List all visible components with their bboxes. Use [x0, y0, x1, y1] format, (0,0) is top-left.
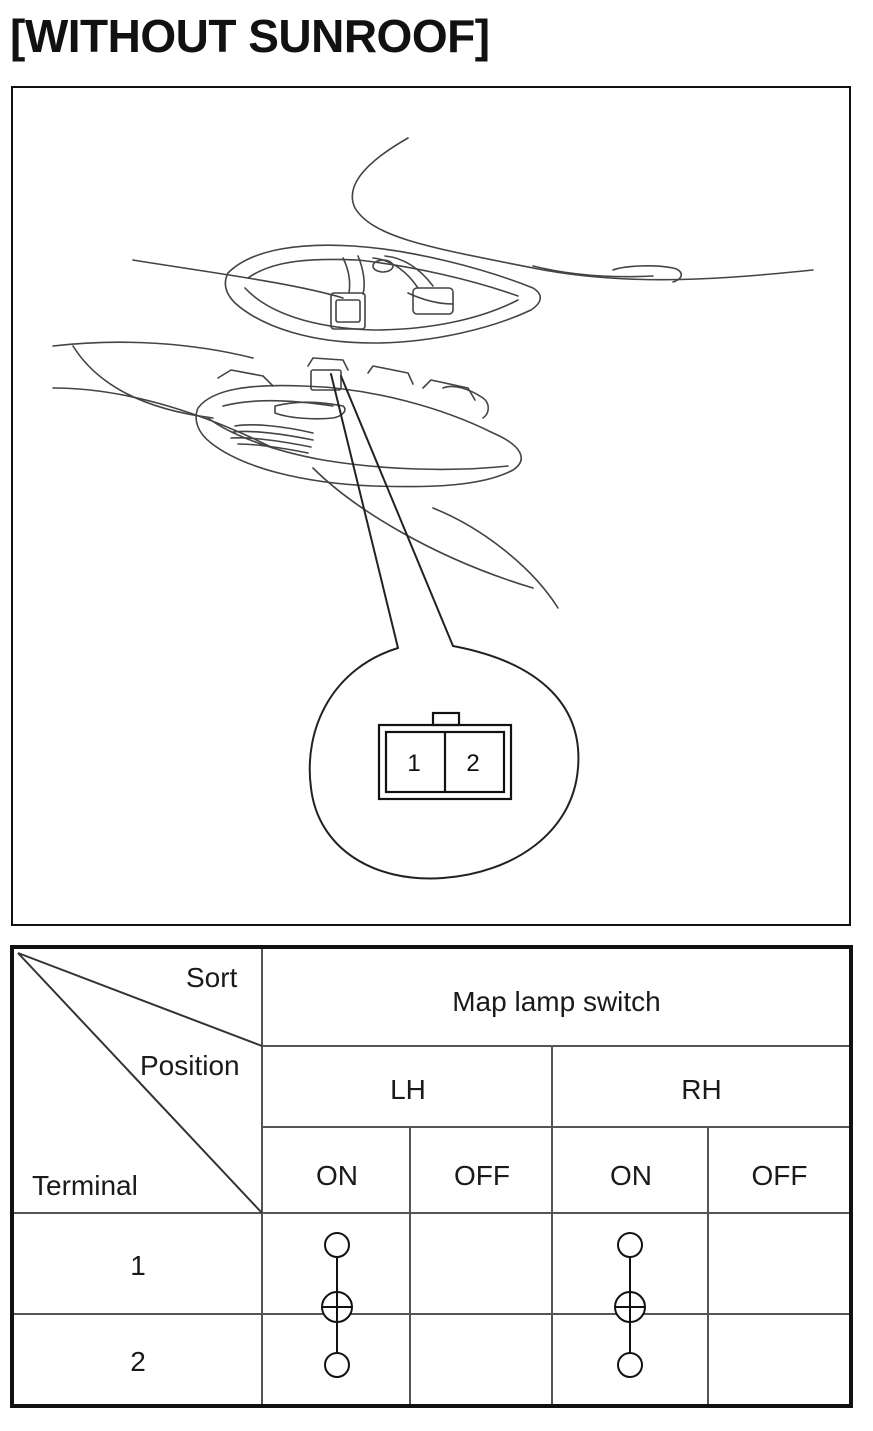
continuity-rh-on	[614, 1232, 646, 1378]
table-header-map-lamp-switch: Map lamp switch	[452, 986, 661, 1017]
overhead-console-illustration	[52, 137, 814, 880]
corner-diagonal-terminal	[17, 952, 263, 1214]
corner-diagonal-sort	[17, 952, 263, 1047]
rh-off-label: OFF	[751, 1160, 808, 1191]
corner-sort-label: Sort	[186, 962, 238, 993]
rh-on-label: ON	[610, 1160, 652, 1191]
continuity-table: Sort Position Terminal Map lamp switch L…	[10, 945, 853, 1408]
terminal-2-label: 2	[130, 1346, 146, 1377]
terminal-point	[617, 1352, 643, 1378]
lh-on-label: ON	[316, 1160, 358, 1191]
group-lh-label: LH	[390, 1074, 426, 1105]
terminal-1-label: 1	[130, 1250, 146, 1281]
terminal-point	[324, 1232, 350, 1258]
table-grid	[14, 949, 849, 1404]
continuity-lh-on	[321, 1232, 353, 1378]
terminal-point	[617, 1232, 643, 1258]
connector-pin-1-label: 1	[407, 750, 421, 777]
lh-off-label: OFF	[454, 1160, 510, 1191]
connector-pin-2-label: 2	[466, 750, 480, 777]
group-rh-label: RH	[681, 1074, 722, 1105]
terminal-point	[324, 1352, 350, 1378]
page-title: [WITHOUT SUNROOF]	[10, 10, 490, 62]
corner-terminal-label: Terminal	[32, 1170, 138, 1201]
connector-location-figure: 1 2	[11, 86, 851, 926]
corner-position-label: Position	[140, 1050, 240, 1081]
